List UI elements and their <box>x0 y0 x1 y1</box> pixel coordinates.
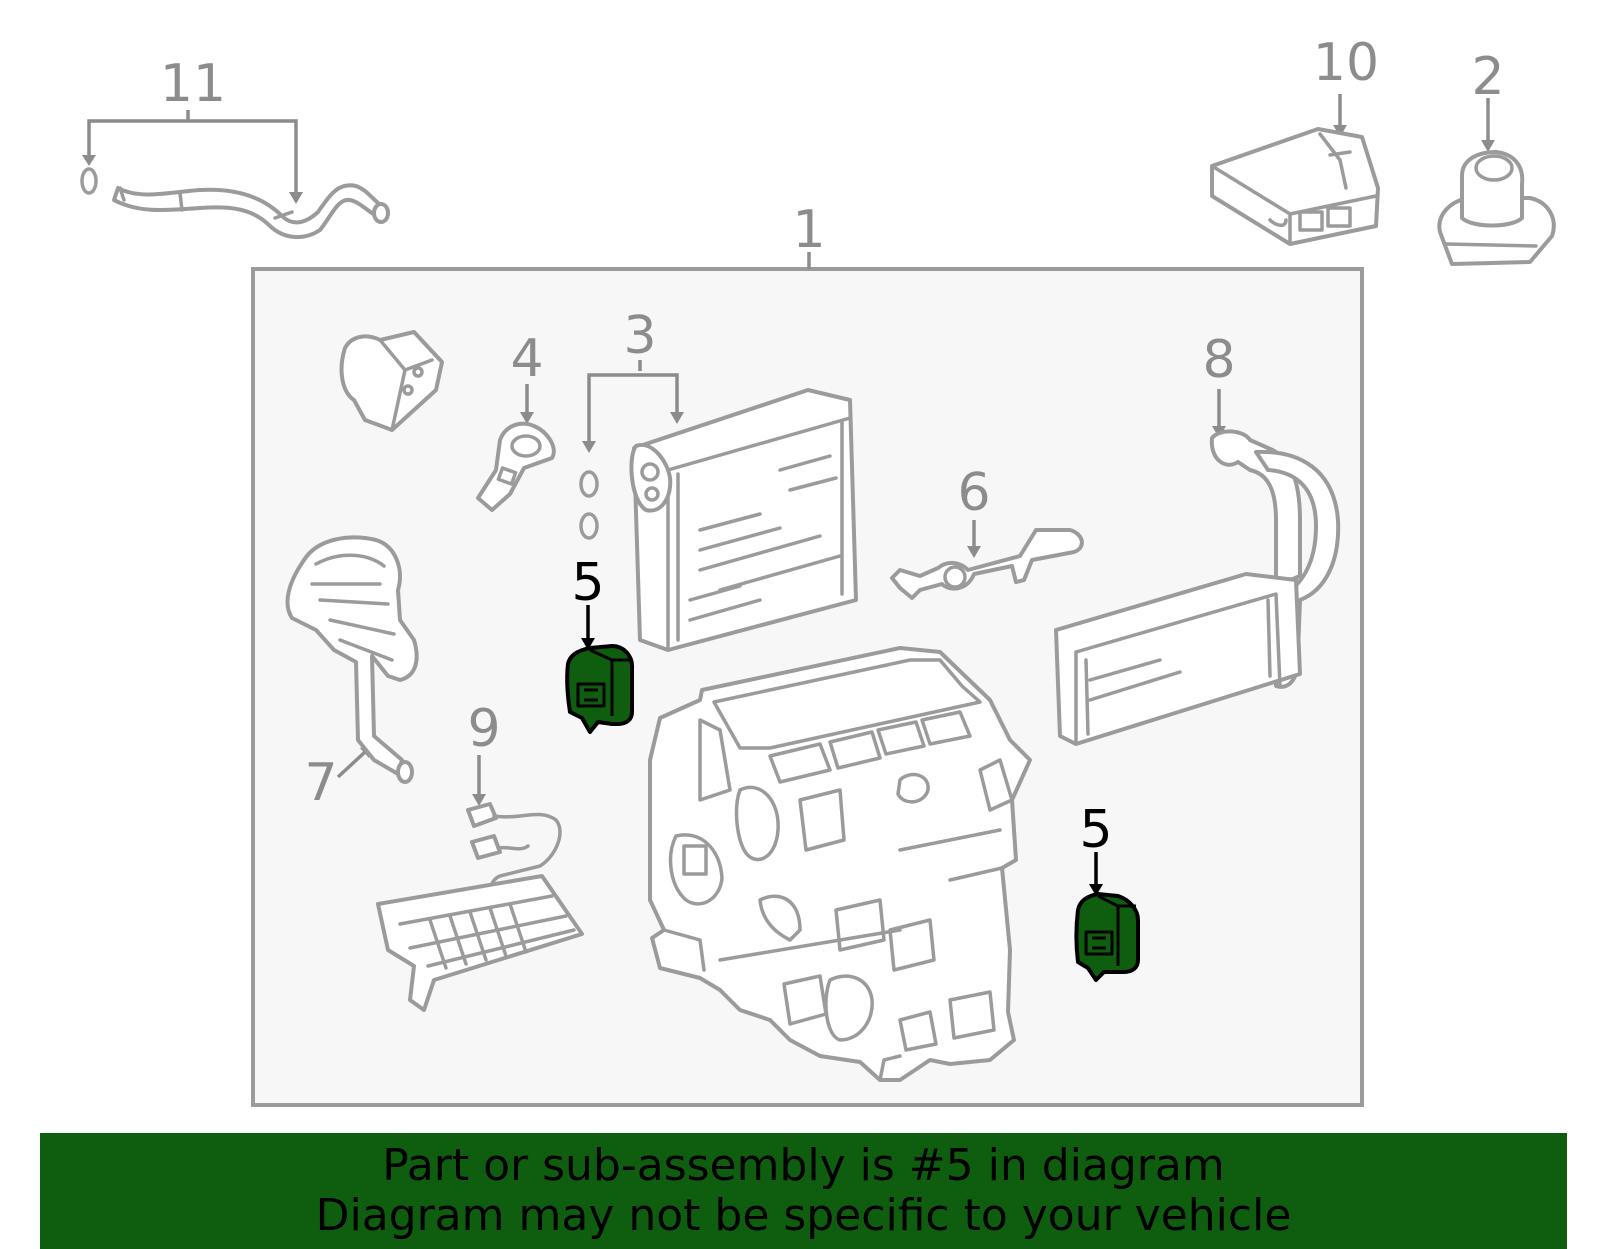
callout-8: 8 <box>1202 330 1235 390</box>
callout-9: 9 <box>467 699 500 759</box>
callout-11: 11 <box>160 54 226 114</box>
callout-6: 6 <box>957 463 990 523</box>
callout-5a: 5 <box>571 553 604 613</box>
heater-core-part-8 <box>1054 389 1341 746</box>
blower-resistor-part-5-right <box>1074 852 1140 982</box>
sensor-part-6 <box>890 520 1084 600</box>
evaporator-part-3 <box>579 360 858 652</box>
info-banner: Part or sub-assembly is #5 in diagram Di… <box>40 1133 1567 1249</box>
banner-line-1: Part or sub-assembly is #5 in diagram <box>382 1140 1225 1191</box>
actuator-part-2 <box>1437 98 1556 266</box>
callout-10: 10 <box>1313 33 1379 93</box>
control-module-part-10 <box>1210 94 1380 246</box>
banner-line-2: Diagram may not be specific to your vehi… <box>315 1190 1292 1241</box>
expansion-valve-part-4 <box>476 384 556 512</box>
callout-1: 1 <box>792 200 825 260</box>
callout-5b: 5 <box>1079 800 1112 860</box>
callout-3: 3 <box>623 306 656 366</box>
callout-2: 2 <box>1471 47 1504 107</box>
callout-4: 4 <box>510 329 543 389</box>
pipe-assembly-part-7 <box>285 535 419 784</box>
hvac-case <box>648 646 1032 1082</box>
blower-resistor-part-5-left <box>565 605 634 734</box>
connector-part <box>339 330 444 432</box>
heater-element-part-9 <box>376 755 584 1012</box>
callout-7: 7 <box>304 753 337 813</box>
hose-part-11 <box>80 110 390 239</box>
